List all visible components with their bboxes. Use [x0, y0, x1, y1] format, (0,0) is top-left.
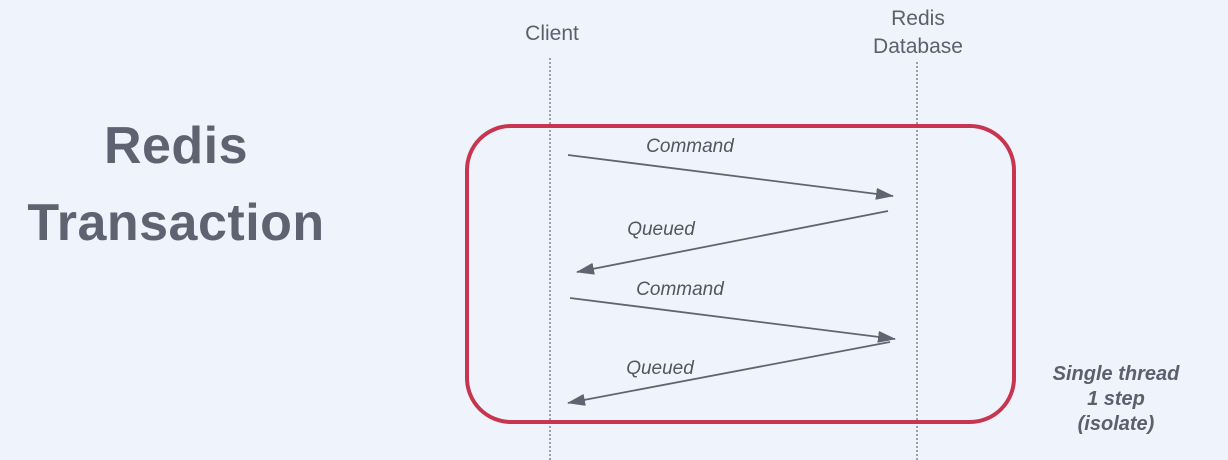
redis-label-line1: Redis [891, 7, 945, 30]
message-label-command-2: Command [636, 279, 724, 300]
annotation-line3: (isolate) [1077, 413, 1155, 435]
transaction-boundary-box [465, 124, 1016, 424]
annotation-line2: 1 step [1087, 388, 1145, 410]
message-label-command-1: Command [646, 136, 734, 157]
lifeline-label-redis-database: Redis Database [873, 5, 963, 61]
message-label-queued-2: Queued [626, 358, 694, 379]
page-title-line1: Redis [103, 117, 249, 175]
page-title: Redis Transaction [0, 108, 352, 262]
lifeline-client [549, 58, 551, 460]
lifeline-redis-database [916, 62, 918, 460]
page-title-line2: Transaction [27, 194, 325, 252]
annotation-line1: Single thread [1052, 363, 1180, 385]
message-label-queued-1: Queued [627, 219, 695, 240]
annotation-note: Single thread 1 step (isolate) [1053, 362, 1180, 437]
redis-label-line2: Database [873, 35, 963, 58]
lifeline-label-client: Client [525, 22, 579, 45]
